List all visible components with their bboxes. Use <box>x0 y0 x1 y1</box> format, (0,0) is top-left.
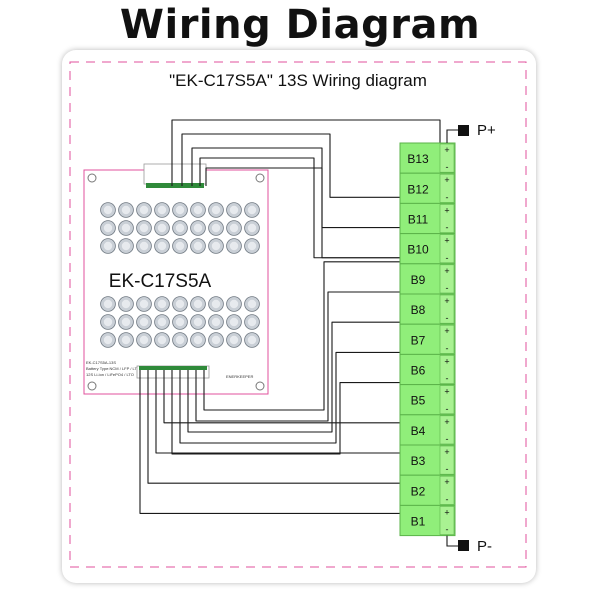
cell-label: B10 <box>407 243 429 257</box>
plus-sign: + <box>444 175 449 185</box>
capacitor-bank-bottom <box>99 295 261 349</box>
top-connector-housing <box>143 163 207 185</box>
minus-sign: - <box>446 223 449 233</box>
battery-cell: B12 + - <box>399 172 456 204</box>
minus-sign: - <box>446 404 449 414</box>
minus-sign: - <box>446 525 449 535</box>
battery-stack: B13 + - B12 + - B11 + - B10 + - B9 + - B8 + - B7 + - B6 + - B5 + -… <box>399 142 456 537</box>
minus-sign: - <box>446 162 449 172</box>
balance-wire <box>195 291 440 422</box>
minus-sign: - <box>446 192 449 202</box>
battery-cell: B2 + - <box>399 474 456 506</box>
plus-sign: + <box>444 236 449 246</box>
page-title: Wiring Diagram <box>119 2 481 48</box>
plus-sign: + <box>444 356 449 366</box>
minus-sign: - <box>446 434 449 444</box>
balance-wire <box>147 370 440 484</box>
diagram-subtitle: "EK-C17S5A" 13S Wiring diagram <box>169 71 427 90</box>
cell-label: B13 <box>407 152 429 166</box>
capacitor-bank-top <box>99 201 261 255</box>
minus-sign: - <box>446 374 449 384</box>
positive-terminal: P+ <box>446 122 496 143</box>
battery-cell: B3 + - <box>399 444 456 476</box>
plus-sign: + <box>444 447 449 457</box>
plus-sign: + <box>444 387 449 397</box>
plus-sign: + <box>444 145 449 155</box>
battery-cell: B6 + - <box>399 353 456 386</box>
cell-label: B9 <box>411 273 426 287</box>
cell-label: B2 <box>411 484 426 498</box>
negative-label: P- <box>477 538 492 555</box>
battery-cell: B7 + - <box>399 323 456 355</box>
battery-cell: B11 + - <box>399 202 456 235</box>
top-connector <box>146 183 204 188</box>
plus-sign: + <box>444 507 449 517</box>
minus-sign: - <box>446 464 449 474</box>
cell-label: B6 <box>411 364 426 378</box>
balance-wire <box>191 147 440 229</box>
minus-sign: - <box>446 253 449 263</box>
cell-label: B5 <box>411 394 426 408</box>
dashed-frame <box>69 61 527 568</box>
pack-terminals: P+ P- <box>446 122 496 555</box>
board-label-line3: 12S Li-ion / LiFePO4 / LTO <box>86 372 134 377</box>
balance-wire <box>155 370 440 454</box>
battery-cell: B8 + - <box>399 293 456 325</box>
battery-cell: B13 + - <box>399 142 456 174</box>
board-label-line1: EK-C17S5A-13S <box>86 360 116 365</box>
balance-wire <box>179 351 440 444</box>
battery-cell: B9 + - <box>399 263 456 295</box>
cell-label: B11 <box>408 213 429 227</box>
board-small-label: ENERKEEPER <box>226 374 253 379</box>
bottom-connector <box>139 366 207 370</box>
cell-label: B7 <box>411 333 426 347</box>
board-label-line2: Battery Type:NCM / LFP / LTO <box>86 366 140 371</box>
battery-cell: B10 + - <box>399 233 456 265</box>
plus-sign: + <box>444 417 449 427</box>
minus-sign: - <box>446 494 449 504</box>
plus-sign: + <box>444 205 449 215</box>
balance-wire <box>171 119 441 186</box>
battery-cell: B4 + - <box>399 414 456 446</box>
battery-cell: B1 + - <box>399 504 456 537</box>
plus-sign: + <box>444 266 449 276</box>
balance-wire <box>171 370 440 455</box>
cell-label: B4 <box>411 424 426 438</box>
cell-label: B8 <box>411 303 426 317</box>
battery-cell: B5 + - <box>399 384 456 416</box>
board-model-label: EK-C17S5A <box>109 271 212 292</box>
cell-label: B1 <box>411 515 426 529</box>
balance-wire <box>203 261 440 411</box>
minus-sign: - <box>446 313 449 323</box>
balance-wire <box>181 133 440 198</box>
plus-sign: + <box>444 326 449 336</box>
balance-wire <box>139 370 440 514</box>
cell-label: B3 <box>411 454 426 468</box>
positive-label: P+ <box>477 122 496 139</box>
balance-wire <box>187 321 440 433</box>
minus-sign: - <box>446 283 449 293</box>
minus-sign: - <box>446 343 449 353</box>
balance-wire <box>205 167 440 259</box>
negative-terminal: P- <box>446 535 492 555</box>
cell-label: B12 <box>407 182 429 196</box>
bms-board: EK-C17S5A EK-C17S5A-13S Battery Type:NCM… <box>83 163 269 395</box>
balance-wires <box>139 119 441 514</box>
plus-sign: + <box>444 477 449 487</box>
balance-wire <box>163 370 440 424</box>
plus-sign: + <box>444 296 449 306</box>
